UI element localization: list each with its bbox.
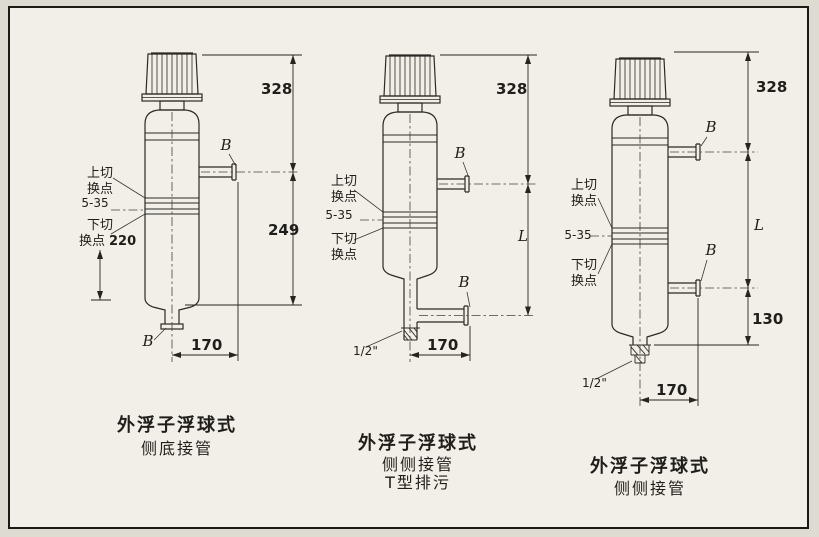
port-label-bottom-b: B (141, 332, 153, 350)
leader-lines (110, 153, 237, 341)
drain-size-label: 1/2" (353, 344, 378, 358)
dim-total-height: 328 (496, 80, 527, 98)
lower-switch-label-1: 下切 (571, 258, 597, 273)
switch-range-label: 5-35 (325, 208, 352, 222)
lower-switch-label-2: 换点 (79, 234, 105, 249)
upper-switch-label-2: 换点 (87, 182, 113, 197)
figure-caption-line2: 侧侧接管 (614, 479, 686, 498)
dim-bottom-height: 130 (752, 310, 783, 328)
port-label-lower-b: B (457, 273, 469, 291)
figure-caption-line3: T型排污 (384, 473, 451, 492)
lower-switch-label-1: 下切 (331, 232, 357, 247)
dim-width: 170 (191, 336, 222, 354)
port-label-side-b: B (219, 136, 231, 154)
upper-switch-label-1: 上切 (331, 174, 357, 189)
centerlines (590, 117, 758, 407)
upper-switch-label-2: 换点 (571, 194, 597, 209)
dim-lower-height-l: L (517, 227, 528, 245)
figure-3-side-side-drawing: 328 L 130 B B 上切 换点 5-35 下切 换点 1/2" 170 … (564, 51, 787, 498)
figure-caption-line1: 外浮子浮球式 (117, 414, 237, 436)
lower-switch-label-1: 下切 (87, 218, 113, 233)
figure-1-side-bottom-drawing: 328 249 B B 上切 换点 5-35 下切 换点 220 170 外浮子… (79, 52, 302, 458)
vessel-body (609, 57, 701, 364)
port-label-upper-b: B (704, 118, 716, 136)
figure-caption-line1: 外浮子浮球式 (358, 432, 478, 454)
vessel-body (379, 54, 470, 341)
dim-total-height: 328 (261, 80, 292, 98)
upper-switch-label-1: 上切 (571, 178, 597, 193)
centerlines (111, 112, 298, 362)
dimension-lines (640, 51, 759, 406)
page-border-frame (8, 6, 809, 529)
lower-switch-label-2: 换点 (571, 274, 597, 289)
dimension-lines (91, 54, 302, 361)
float-cap-knob-icon (379, 54, 441, 113)
leader-lines (595, 136, 708, 380)
dim-lower-height: 249 (268, 221, 299, 239)
figure-caption-line2: 侧侧接管 (382, 455, 454, 474)
float-cap-knob-icon (609, 57, 671, 116)
dim-total-height: 328 (756, 78, 787, 96)
figure-caption-line2: 侧底接管 (141, 439, 213, 458)
float-cap-knob-icon (141, 52, 203, 111)
centerlines (360, 114, 536, 362)
figure-2-side-side-tdrain-drawing: 328 L B B 上切 换点 5-35 下切 换点 1/2" 170 外浮子浮… (325, 54, 537, 492)
upper-switch-label-1: 上切 (87, 166, 113, 181)
dim-width: 170 (656, 381, 687, 399)
dimension-lines (410, 54, 537, 361)
drain-stub (401, 327, 420, 341)
dim-lower-offset: 220 (109, 234, 136, 249)
switch-range-label: 5-35 (81, 196, 108, 210)
vessel-body (141, 52, 237, 330)
dim-width: 170 (427, 336, 458, 354)
switch-range-label: 5-35 (564, 228, 591, 242)
port-label-upper-b: B (453, 144, 465, 162)
lower-switch-label-2: 换点 (331, 248, 357, 263)
leader-lines (353, 161, 471, 348)
upper-switch-label-2: 换点 (331, 190, 357, 205)
figure-caption-line1: 外浮子浮球式 (590, 455, 710, 477)
dim-mid-height-l: L (753, 216, 764, 234)
port-label-lower-b: B (704, 241, 716, 259)
float-switch-zone (383, 211, 437, 229)
drain-size-label: 1/2" (582, 376, 607, 390)
